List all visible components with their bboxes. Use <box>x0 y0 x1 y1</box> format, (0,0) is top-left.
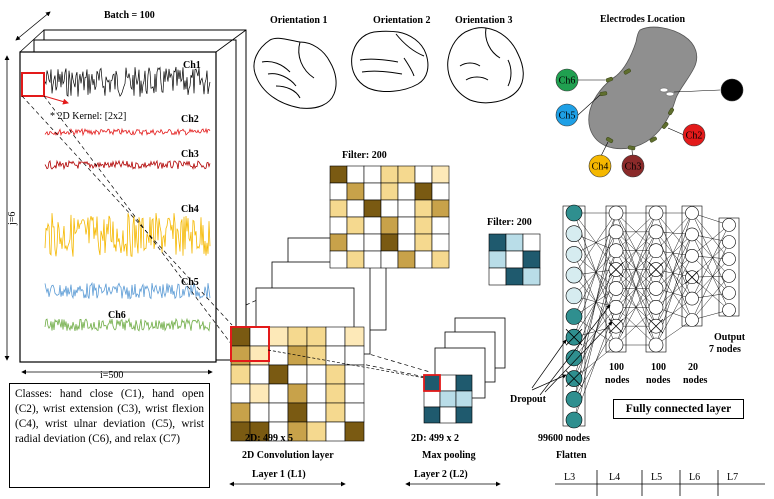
dense-network: Dropout 99600 nodes Flatten 100 nodes 10… <box>510 204 765 496</box>
layer-l3: L3 <box>564 472 575 483</box>
waveform-ch4 <box>44 213 211 257</box>
orientation-3-label: Orientation 3 <box>455 15 513 26</box>
electrode-ch4-marker <box>588 154 612 178</box>
hand-1-icon <box>253 37 337 109</box>
electrode-ch2-label: Ch2 <box>686 131 703 142</box>
electrode-ch5-marker <box>555 103 579 127</box>
electrodes-title: Electrodes Location <box>600 14 686 25</box>
conv-layer: Filter: 200 2D: 499 x 5 2D Convolution l… <box>229 150 450 487</box>
electrode-ch1-marker <box>720 78 744 102</box>
layer-l6: L6 <box>689 472 700 483</box>
classes-title: Classes <box>15 388 49 400</box>
forearm-icon <box>588 26 698 150</box>
channel-label-ch6: Ch6 <box>108 310 126 321</box>
l5-count: 100 <box>651 362 666 373</box>
orientation-1-label: Orientation 1 <box>270 15 328 26</box>
conv-filter-label: Filter: 200 <box>342 150 387 161</box>
waveform-ch2 <box>44 127 211 137</box>
channel-label-ch5: Ch5 <box>181 277 199 288</box>
l4-unit: nodes <box>605 375 630 386</box>
layer-l4: L4 <box>609 472 620 483</box>
waveform-ch6 <box>44 317 211 332</box>
batch-label: Batch = 100 <box>104 10 155 21</box>
l6-count: 20 <box>688 362 698 373</box>
waveform-ch3 <box>44 159 211 171</box>
l5-unit: nodes <box>646 375 671 386</box>
pool-filter-label: Filter: 200 <box>487 217 532 228</box>
classes-text: hand close (C1), hand open (C2), wrist e… <box>15 388 205 445</box>
channel-label-ch2: Ch2 <box>181 114 199 125</box>
pool-layer: Filter: 200 2D: 499 x 2 Max pooling Laye… <box>405 217 541 487</box>
layer-l7: L7 <box>727 472 738 483</box>
j-label: j=6 <box>7 212 18 226</box>
signal-stack: Batch = 100 j=6 i=500 Ch1Ch2Ch3Ch4Ch5Ch6… <box>4 10 247 381</box>
electrode-white-pads <box>659 87 675 97</box>
kernel-label: * 2D Kernel: [2x2] <box>50 111 126 122</box>
electrode-ch3-marker <box>621 154 645 178</box>
flatten-label: Flatten <box>556 450 587 461</box>
orientation-2-label: Orientation 2 <box>373 15 431 26</box>
electrode-ch6-marker <box>555 68 579 92</box>
electrode-ch4-label: Ch4 <box>592 162 609 173</box>
electrode-ch1-label: Ch1 <box>724 86 741 97</box>
waveform-ch1 <box>44 66 211 97</box>
hand-3-icon <box>447 27 524 104</box>
electrode-ch5-label: Ch5 <box>559 111 576 122</box>
i-label: i=500 <box>100 370 123 381</box>
electrode-pads <box>599 68 675 151</box>
flatten-nodes-label: 99600 nodes <box>538 433 590 444</box>
hand-2-icon <box>351 30 429 92</box>
l4-count: 100 <box>609 362 624 373</box>
dropout-label: Dropout <box>510 394 547 405</box>
pool-caption: Max pooling <box>422 450 476 461</box>
layer-2-label: Layer 2 (L2) <box>414 469 468 480</box>
channel-label-ch4: Ch4 <box>181 204 199 215</box>
layer-l5: L5 <box>651 472 662 483</box>
channel-label-ch1: Ch1 <box>183 60 201 71</box>
output-nodes: 7 nodes <box>709 344 741 355</box>
waveform-ch5 <box>44 281 211 300</box>
orientation-illustrations: Orientation 1 Orientation 2 Orientation … <box>253 15 524 109</box>
layer-1-label: Layer 1 (L1) <box>252 469 306 480</box>
electrode-ch2-marker <box>682 123 706 147</box>
classes-legend: Classes: hand close (C1), hand open (C2)… <box>9 383 210 488</box>
pool-dims: 2D: 499 x 2 <box>411 433 459 444</box>
conv-caption: 2D Convolution layer <box>242 450 334 461</box>
electrode-ch6-label: Ch6 <box>559 76 576 87</box>
electrode-ch3-label: Ch3 <box>625 162 642 173</box>
channel-label-ch3: Ch3 <box>181 149 199 160</box>
fully-connected-label: Fully connected layer <box>613 399 744 419</box>
output-title: Output <box>714 332 746 343</box>
conv-dims: 2D: 499 x 5 <box>245 433 293 444</box>
l6-unit: nodes <box>683 375 708 386</box>
